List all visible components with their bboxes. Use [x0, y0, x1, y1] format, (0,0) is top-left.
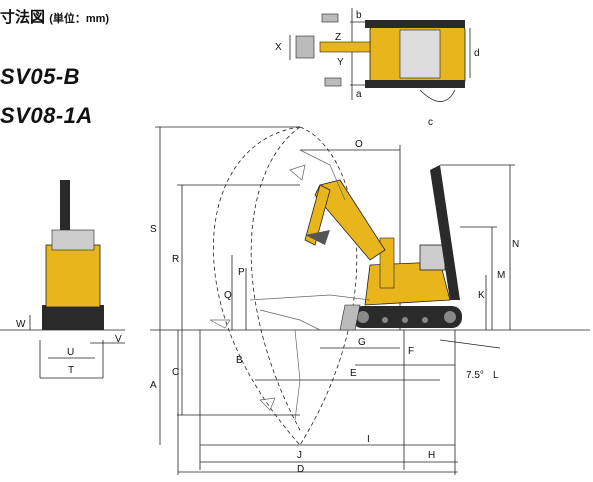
- label-angle: 7.5°: [466, 370, 484, 381]
- label-V: V: [115, 334, 122, 345]
- label-I: I: [367, 434, 370, 445]
- label-B: B: [236, 355, 243, 366]
- unit-text: (単位：mm): [49, 13, 110, 25]
- excavator-side-view: [209, 149, 462, 421]
- excavator-rear-view: [42, 180, 104, 330]
- label-Z: Z: [335, 32, 341, 43]
- title-text: 寸法図: [0, 9, 46, 26]
- label-C: C: [172, 367, 179, 378]
- label-c: c: [428, 117, 433, 128]
- label-a: a: [356, 89, 362, 100]
- label-D: D: [297, 464, 304, 475]
- label-O: O: [355, 139, 363, 150]
- label-J: J: [297, 450, 302, 461]
- label-Q: Q: [224, 290, 232, 301]
- label-M: M: [497, 270, 505, 281]
- label-P: P: [238, 267, 245, 278]
- label-S: S: [150, 224, 157, 235]
- label-b: b: [356, 10, 362, 21]
- label-W: W: [16, 319, 26, 330]
- label-F: F: [408, 346, 414, 357]
- label-E: E: [350, 368, 357, 379]
- label-R: R: [172, 254, 179, 265]
- label-K: K: [478, 290, 485, 301]
- excavator-top-view: [295, 13, 466, 88]
- label-Y: Y: [337, 57, 344, 68]
- model-name-2: SV08-1A: [0, 103, 93, 128]
- label-H: H: [428, 450, 435, 461]
- page-title: 寸法図 (単位：mm): [0, 6, 109, 27]
- label-N: N: [512, 239, 519, 250]
- label-L: L: [493, 370, 499, 381]
- label-A: A: [150, 380, 157, 391]
- label-G: G: [358, 337, 366, 348]
- model-name-1: SV05-B: [0, 64, 81, 89]
- label-U: U: [67, 347, 74, 358]
- label-d: d: [474, 48, 480, 59]
- label-X: X: [275, 42, 282, 53]
- label-T: T: [68, 365, 74, 376]
